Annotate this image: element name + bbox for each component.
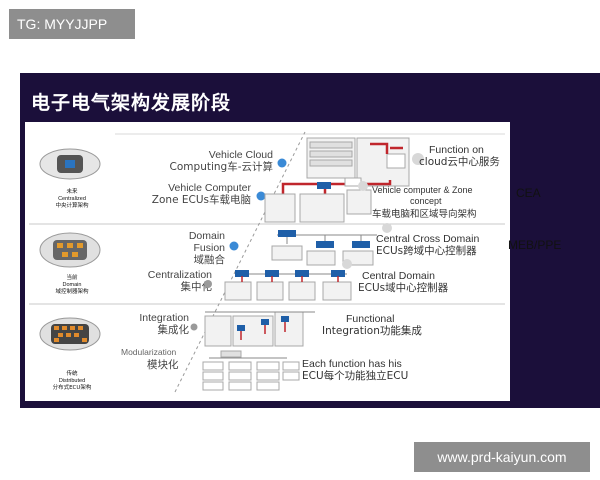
stage-zone-concept-line1: Vehicle computer & Zone	[372, 185, 473, 195]
cea-label: CEA	[516, 186, 541, 200]
stage-central-domain-line2: ECUs域中心控制器	[358, 281, 449, 294]
stage-vehicle-computer-line2: Zone ECUs车载电脑	[152, 193, 251, 206]
stage-dot-integration	[190, 323, 198, 331]
diagram-each-function	[202, 350, 300, 391]
diagram-central-domain	[224, 259, 352, 301]
stage-cross-domain-line1: Central Cross Domain	[376, 233, 479, 245]
car-top-label-line3: 中央计算架构	[55, 201, 89, 209]
stage-each-function-line1: Each function has his	[302, 358, 402, 370]
header-tag: TG: MYYJJPP	[9, 9, 135, 39]
diagram-functional-integration	[204, 311, 315, 347]
stage-function-cloud-line1: Function on	[429, 144, 484, 156]
stage-integration-line2: 集成化	[158, 323, 190, 336]
stage-dot-vehicle-cloud	[277, 158, 287, 168]
stage-centralization-line1: Centralization	[148, 269, 212, 281]
stage-cross-domain-line2: ECUs跨域中心控制器	[376, 244, 477, 257]
diagram-cloud	[306, 137, 424, 187]
slide-title: 电子电气架构发展阶段	[31, 92, 232, 114]
stage-integration-line1: Integration	[139, 312, 189, 324]
progression-line	[174, 131, 306, 393]
meb-ppe-label: MEB/PPE	[508, 238, 562, 252]
stage-modularization-line2: 模块化	[147, 358, 179, 371]
stage-function-cloud-line2: cloud云中心服务	[419, 155, 500, 168]
architecture-diagram: 未来 Centralized 中央计算架构 当前 Domain 域控制器架构 传…	[29, 131, 505, 393]
stage-zone-concept-line3: 车载电脑和区域导向架构	[372, 208, 477, 220]
stage-dot-centralization	[204, 280, 212, 288]
stage-vehicle-computer-line1: Vehicle Computer	[168, 182, 251, 194]
watermark: www.prd-kaiyun.com	[414, 442, 590, 472]
stage-functional-integration-line1: Functional	[346, 313, 394, 325]
car-bottom-label-line1: 传统	[66, 369, 78, 377]
diagram-cross-domain	[271, 223, 392, 266]
stage-dot-domain-fusion	[229, 241, 239, 251]
car-middle-label-line2: Domain	[63, 282, 82, 288]
car-top-image	[39, 148, 101, 180]
stage-dot-vehicle-computer	[256, 191, 266, 201]
stage-functional-integration-line2: Integration功能集成	[322, 324, 422, 337]
stage-domain-fusion-line1: Domain	[189, 230, 225, 242]
stage-central-domain-line1: Central Domain	[362, 270, 435, 282]
stage-vehicle-cloud-line2: Computing车-云计算	[170, 160, 273, 173]
stage-vehicle-cloud-line1: Vehicle Cloud	[209, 149, 273, 161]
stage-domain-fusion-line3: 域融合	[194, 253, 226, 266]
stage-zone-concept-line2: concept	[410, 196, 442, 206]
car-bottom-label-line2: Distributed	[59, 378, 85, 384]
car-top-label-line2: Centralized	[58, 196, 86, 202]
stage-each-function-line2: ECU每个功能独立ECU	[302, 369, 408, 382]
car-middle-label-line1: 当前	[66, 273, 78, 281]
car-middle-label-line3: 域控制器架构	[55, 287, 89, 295]
car-bottom-image	[39, 317, 101, 351]
architecture-diagram-panel: 未来 Centralized 中央计算架构 当前 Domain 域控制器架构 传…	[25, 122, 510, 401]
stage-modularization-line1: Modularization	[121, 347, 177, 357]
car-top-label-line1: 未来	[66, 187, 78, 195]
car-bottom-label-line3: 分布式ECU架构	[53, 383, 92, 391]
stage-domain-fusion-line2: Fusion	[193, 242, 225, 254]
car-middle-image	[39, 232, 101, 268]
diagram-zone	[264, 177, 392, 223]
